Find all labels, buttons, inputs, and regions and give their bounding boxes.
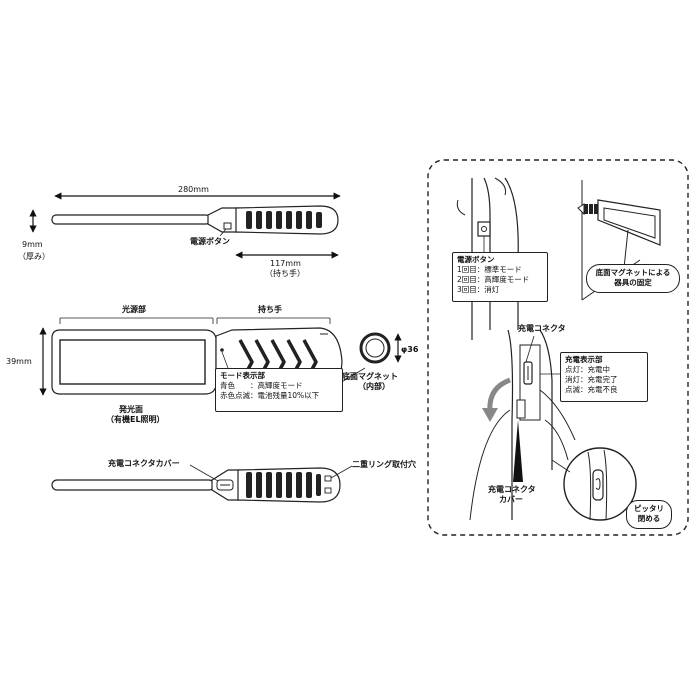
power-button-label: 電源ボタン xyxy=(190,237,230,246)
thickness-note: （厚み） xyxy=(18,252,50,261)
magnet-callout-line: 底面マグネットによる xyxy=(595,268,671,277)
top-grip-bars xyxy=(246,211,322,229)
close-tightly-callout: ピッタリ 閉める xyxy=(626,500,672,529)
mode-row-blue: 青色 ：高輝度モード xyxy=(220,381,338,391)
mode-indicator-box: モード表示部 青色 ：高輝度モード 赤色点滅：電池残量10%以下 xyxy=(215,368,343,412)
bottom-view xyxy=(51,464,353,503)
magnet-callout-line: 器具の固定 xyxy=(614,278,652,287)
mode-row-value: ：高輝度モード xyxy=(250,381,303,390)
bottom-magnet-label: 底面マグネット xyxy=(342,372,398,381)
charge-status-title: 充電表示部 xyxy=(565,355,603,364)
handle-label: 持ち手 xyxy=(258,305,282,314)
power-box-title: 電源ボタン xyxy=(457,255,495,264)
top-side-view xyxy=(29,192,341,259)
height-label: 39mm xyxy=(6,357,32,366)
bottom-grip-bars xyxy=(246,472,321,498)
emitting-surface-note: （有機EL照明） xyxy=(106,415,165,424)
charge-status-line: 消灯：充電完了 xyxy=(565,375,618,384)
charge-status-box: 充電表示部 点灯：充電中 消灯：充電完了 点滅：充電不良 xyxy=(560,352,648,402)
mode-row-key: 青色 xyxy=(220,381,235,390)
ring-diameter-label: φ36 xyxy=(401,345,419,354)
magnet-callout: 底面マグネットによる 器具の固定 xyxy=(586,264,680,293)
charge-cover-label: 充電コネクタカバー xyxy=(108,459,180,468)
thickness-label: 9mm xyxy=(22,240,43,249)
bottom-magnet-note: （内部） xyxy=(358,382,390,391)
handle-length-note: （持ち手） xyxy=(265,269,305,278)
connector-cover-label: 充電コネクタ xyxy=(488,485,536,494)
power-button-info-box: 電源ボタン 1回目：標準モード 2回目：高輝度モード 3回目：消灯 xyxy=(452,252,548,302)
power-box-line: 2回目：高輝度モード xyxy=(457,275,530,284)
charge-status-line: 点滅：充電不良 xyxy=(565,385,618,394)
light-section-label: 光源部 xyxy=(122,305,146,314)
mode-indicator-title: モード表示部 xyxy=(220,371,265,380)
emitting-surface-label: 発光面 xyxy=(119,405,143,414)
mode-row-key: 赤色点滅 xyxy=(220,391,250,400)
usage-panel xyxy=(427,159,689,536)
power-box-line: 1回目：標準モード xyxy=(457,265,522,274)
charge-status-line: 点灯：充電中 xyxy=(565,365,610,374)
total-length-label: 280mm xyxy=(178,185,209,194)
mode-row-red: 赤色点滅：電池残量10%以下 xyxy=(220,391,338,401)
ring-hole-label: 二重リング取付穴 xyxy=(352,460,416,469)
handle-length-label: 117mm xyxy=(270,259,301,268)
power-box-line: 3回目：消灯 xyxy=(457,285,500,294)
close-callout-line: ピッタリ xyxy=(634,504,664,513)
charge-connector-label: 充電コネクタ xyxy=(518,324,566,333)
close-callout-line: 閉める xyxy=(637,514,661,523)
connector-cover-note: カバー xyxy=(499,495,523,504)
mode-row-value: ：電池残量10%以下 xyxy=(250,391,320,400)
